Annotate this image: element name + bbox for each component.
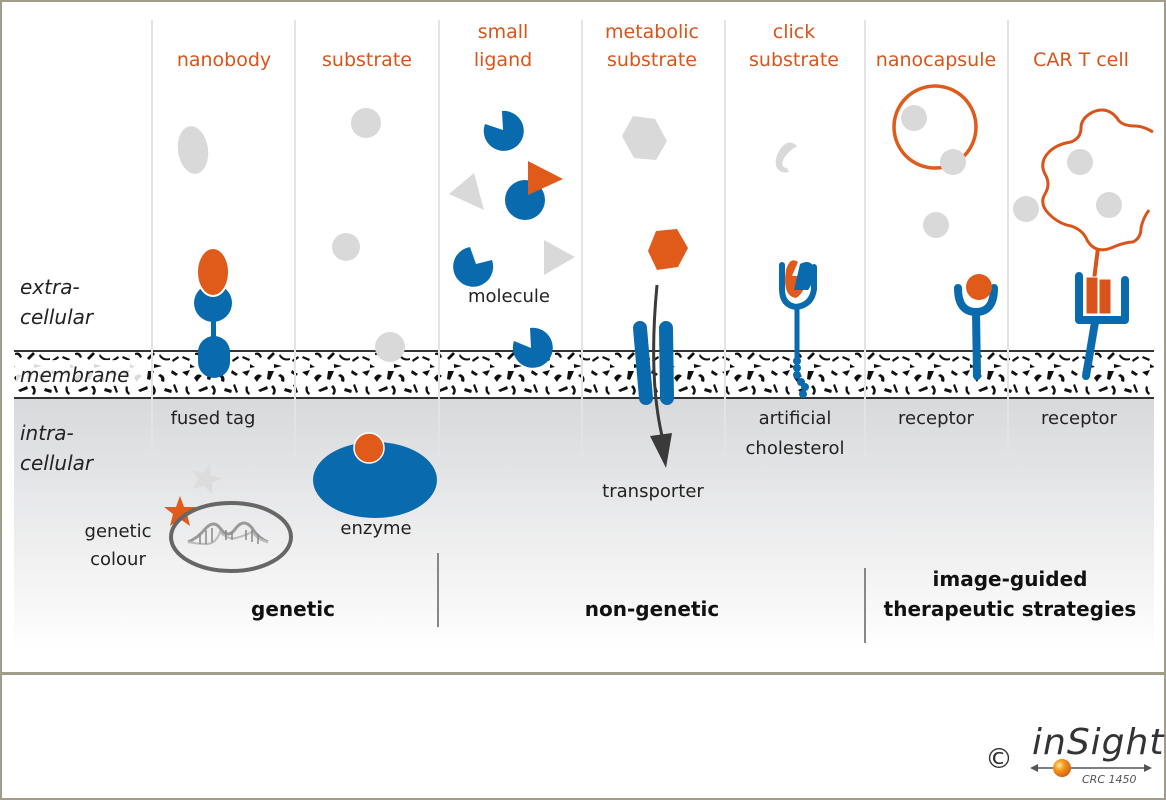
hexagon-ligand-orange — [648, 229, 688, 270]
label-artificial-cholesterol-line2: cholesterol — [746, 438, 845, 459]
category-image-guided-line2: therapeutic strategies — [884, 597, 1137, 621]
column-title-small-ligand-line1: small — [478, 21, 529, 43]
column-title-metabolic-line1: metabolic — [605, 21, 699, 43]
transport-arrow-icon — [650, 284, 672, 468]
insight-logo-text: inSight — [1032, 722, 1165, 763]
hexagon-ligand-grey — [622, 116, 667, 160]
column-separators — [151, 20, 1009, 455]
category-genetic: genetic — [251, 597, 335, 621]
label-enzyme: enzyme — [340, 518, 411, 539]
side-label-extracellular-line2: cellular — [20, 305, 95, 329]
star-icon-grey — [192, 463, 222, 495]
pacman-molecule-blue — [453, 247, 494, 287]
substrate-ligand-grey — [351, 108, 381, 138]
star-icon-orange — [164, 496, 196, 526]
nanobody-fused-tag — [194, 247, 232, 378]
column-title-click-line1: click — [773, 21, 815, 43]
enzyme-shape — [313, 432, 437, 518]
side-label-intracellular-line2: cellular — [20, 451, 95, 475]
pacman-molecule-bound — [505, 161, 563, 220]
insight-logo-subtext: CRC 1450 — [1082, 773, 1137, 786]
label-receptor-car-t: receptor — [1041, 408, 1118, 429]
side-label-extracellular-line1: extra- — [20, 275, 80, 299]
artificial-cholesterol-shape — [779, 260, 817, 398]
nanocapsule-receptor — [954, 274, 998, 380]
pacman-molecule-blue — [512, 327, 553, 368]
triangle-ligand-grey — [449, 173, 484, 210]
car-t-cell-shape — [1013, 108, 1154, 281]
released-ligand-grey — [923, 212, 949, 238]
frame-divider — [0, 672, 1166, 675]
substrate-ligand-grey — [375, 332, 405, 362]
column-title-metabolic-line2: substrate — [607, 49, 697, 71]
column-title-nanobody: nanobody — [177, 49, 271, 71]
label-artificial-cholesterol-line1: artificial — [759, 408, 832, 429]
logo-arrow-icon — [1030, 759, 1152, 777]
label-transporter: transporter — [602, 481, 704, 502]
category-image-guided-line1: image-guided — [933, 567, 1088, 591]
plasmid-dna-icon — [169, 501, 293, 573]
nanobody-ligand-grey — [177, 126, 209, 174]
column-title-nanocapsule: nanocapsule — [876, 49, 996, 71]
click-substrate-grey — [775, 142, 797, 173]
column-title-car-t-cell: CAR T cell — [1033, 49, 1129, 71]
label-molecule: molecule — [468, 286, 550, 307]
label-genetic-colour-line2: colour — [90, 549, 146, 570]
pacman-molecule-blue — [483, 110, 524, 151]
side-label-membrane: membrane — [20, 363, 129, 387]
column-title-substrate: substrate — [322, 49, 412, 71]
nanocapsule-shape — [892, 84, 978, 175]
column-title-small-ligand-line2: ligand — [474, 49, 532, 71]
label-genetic-colour-line1: genetic — [85, 521, 152, 542]
intracellular-region — [14, 398, 1154, 653]
side-label-intracellular-line1: intra- — [20, 421, 74, 445]
transporter-shape — [633, 321, 674, 405]
copyright-symbol: © — [985, 742, 1013, 775]
label-receptor-nanocapsule: receptor — [898, 408, 975, 429]
triangle-ligand-grey — [544, 240, 575, 275]
label-fused-tag: fused tag — [171, 408, 256, 429]
category-separators — [437, 553, 866, 643]
category-non-genetic: non-genetic — [585, 597, 719, 621]
car-t-receptor — [1075, 272, 1129, 380]
substrate-ligand-grey — [332, 233, 360, 261]
membrane-band — [14, 350, 1154, 399]
column-title-click-line2: substrate — [749, 49, 839, 71]
